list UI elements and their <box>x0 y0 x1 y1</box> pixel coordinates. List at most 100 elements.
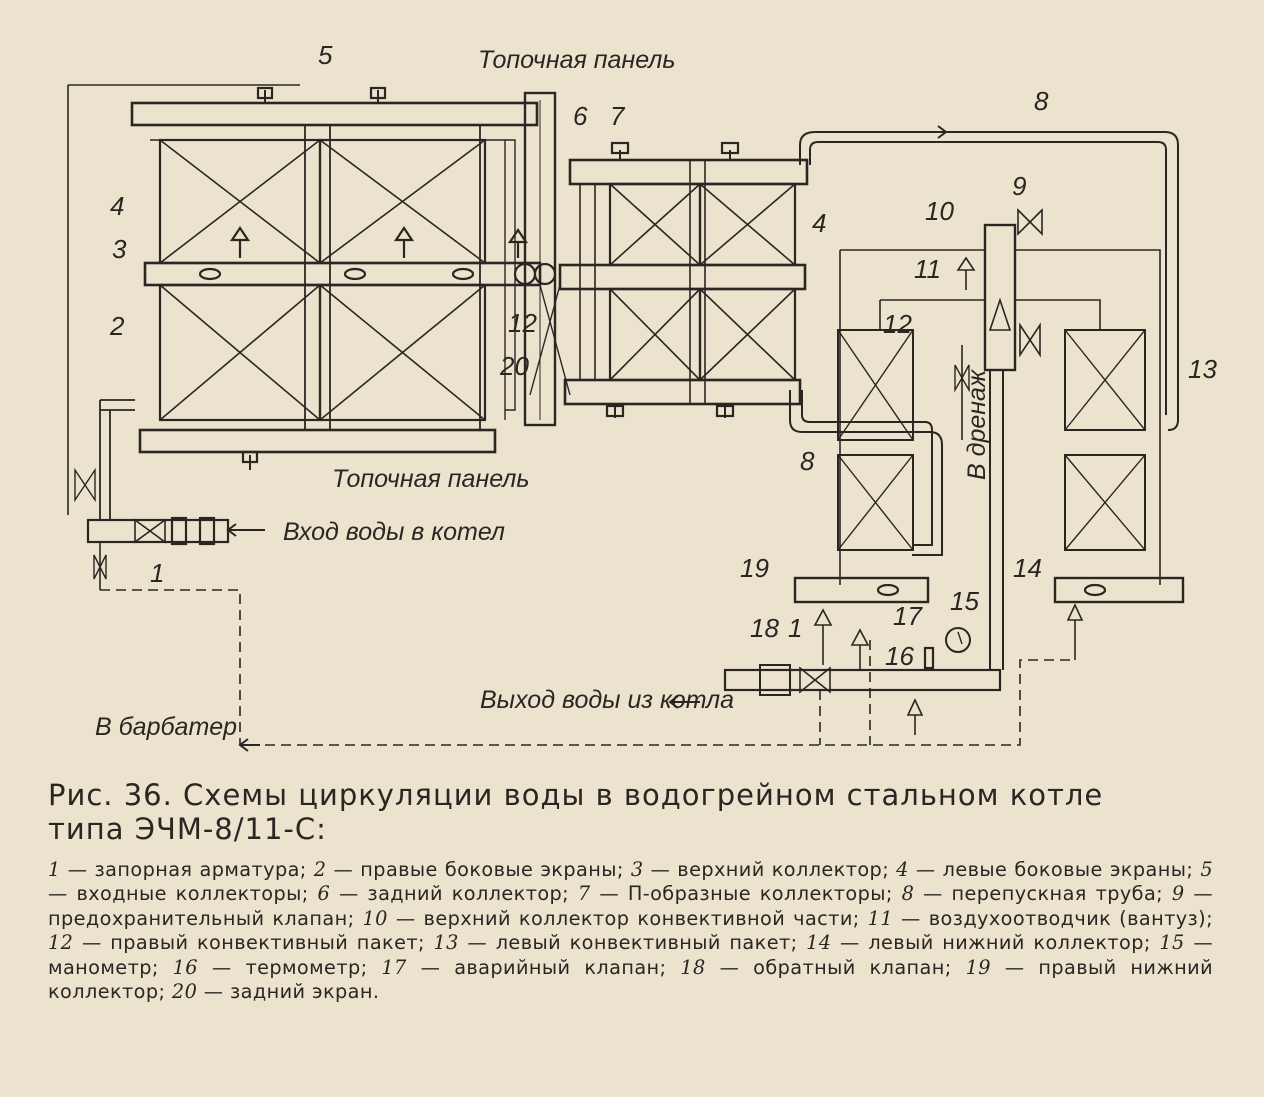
legend-number: 18 <box>680 955 706 979</box>
legend-text: — задний коллектор; <box>330 882 570 906</box>
legend-text: — манометр; <box>48 931 1214 979</box>
label-1-inlet: 1 <box>150 558 164 588</box>
label-8-bottom: 8 <box>800 446 815 476</box>
label-10: 10 <box>925 196 954 226</box>
legend-number: 13 <box>433 931 459 955</box>
legend-text: — правый конвективный пакет; <box>73 931 425 955</box>
label-14: 14 <box>1013 553 1042 583</box>
label-6: 6 <box>573 101 588 131</box>
legend-item: 4 — левые боковые экраны; <box>896 858 1193 881</box>
legend-number: 6 <box>317 882 331 906</box>
label-7: 7 <box>610 101 626 131</box>
thermometer-icon <box>923 646 935 670</box>
label-11: 11 <box>914 254 941 284</box>
label-furnace-panel-bottom: Топочная панель <box>332 465 530 493</box>
legend-text: — аварийный клапан; <box>406 955 667 979</box>
label-4-right: 4 <box>812 208 826 238</box>
label-3: 3 <box>112 234 127 264</box>
legend-item: 13 — левый конвективный пакет; <box>433 931 797 954</box>
legend-number: 2 <box>313 858 327 881</box>
label-4-left: 4 <box>110 191 124 221</box>
right-lower-collector <box>793 576 930 604</box>
legend-text: — воздухоотводчик (вантуз); <box>893 906 1213 930</box>
legend-number: 10 <box>362 906 388 930</box>
legend-text: — правый нижний коллектор; <box>48 955 1214 1004</box>
bypass-pipe <box>789 131 1179 556</box>
legend-text: — термометр; <box>197 955 368 979</box>
label-barbater: В барбатер <box>95 713 237 741</box>
label-5: 5 <box>318 40 333 70</box>
legend-item: 5 — входные коллекторы; <box>48 858 1213 905</box>
u-shaped-collectors-section <box>558 141 809 418</box>
legend-item: 2 — правые боковые экраны; <box>314 858 624 881</box>
outlet-assembly <box>723 603 1084 735</box>
legend-text: — запорная арматура; <box>60 858 307 881</box>
rear-collector <box>513 91 571 427</box>
legend-number: 5 <box>1200 858 1213 881</box>
label-water-outlet: Выход воды из котла <box>480 686 734 714</box>
legend-text: — П-образные коллекторы; <box>590 882 893 906</box>
legend-item: 3 — верхний коллектор; <box>631 858 889 881</box>
legend-number: 11 <box>867 906 894 930</box>
legend-item: 12 — правый конвективный пакет; <box>48 931 425 954</box>
label-furnace-panel-top: Топочная панель <box>478 46 676 74</box>
label-17: 17 <box>893 601 923 631</box>
legend-number: 4 <box>896 858 909 881</box>
legend-number: 7 <box>577 882 591 906</box>
legend-item: 7 — П-образные коллекторы; <box>578 882 893 905</box>
legend-item: 18 — обратный клапан; <box>680 956 951 979</box>
legend-number: 20 <box>171 980 198 1004</box>
caption-line-2: типа ЭЧМ-8/11-С: <box>48 812 327 846</box>
right-screen-lower-b <box>318 283 487 422</box>
convective-section <box>793 208 1185 660</box>
legend-item: 9 — предохранительный клапан; <box>48 882 1213 929</box>
legend-item: 1 — запорная арматура; <box>48 858 307 881</box>
label-20: 20 <box>499 351 529 381</box>
legend-number: 9 <box>1171 882 1185 906</box>
legend-item: 8 — перепускная труба; <box>902 882 1164 905</box>
legend-text: — левый конвективный пакет; <box>458 931 798 955</box>
legend-item: 20 — задний экран. <box>172 980 380 1003</box>
bottom-furnace-collector <box>138 428 497 454</box>
legend-number: 14 <box>806 931 832 955</box>
legend-text: — задний экран. <box>197 980 380 1004</box>
label-8-top: 8 <box>1034 86 1049 116</box>
label-15: 15 <box>950 586 979 616</box>
legend-item: 15 — манометр; <box>48 931 1213 978</box>
label-water-inlet: Вход воды в котел <box>283 518 505 546</box>
figure-labels: 5 6 7 8 9 10 11 4 4 3 2 12 12 13 20 8 19… <box>95 40 1217 741</box>
legend-number: 12 <box>48 931 74 955</box>
legend-text: — верхний коллектор конвективной части; <box>387 906 860 930</box>
manometer-icon <box>945 627 971 653</box>
figure-legend: 1 — запорная арматура; 2 — правые боковы… <box>48 858 1213 1004</box>
label-drain: В дренаж <box>963 368 991 480</box>
legend-text: — входные коллекторы; <box>48 882 309 906</box>
label-18: 18 <box>750 613 779 643</box>
legend-text: — обратный клапан; <box>705 955 952 979</box>
label-12-left: 12 <box>508 308 537 338</box>
legend-number: 1 <box>48 858 61 881</box>
legend-text: — предохранительный клапан; <box>48 882 1214 930</box>
legend-number: 3 <box>630 858 644 881</box>
legend-text: — левые боковые экраны; <box>908 858 1194 881</box>
label-1-outlet: 1 <box>788 613 802 643</box>
label-16: 16 <box>885 641 914 671</box>
label-2: 2 <box>109 311 125 341</box>
legend-number: 16 <box>172 955 198 979</box>
legend-item: 17 — аварийный клапан; <box>381 956 666 979</box>
legend-number: 19 <box>965 955 991 979</box>
caption-line-1: Рис. 36. Схемы циркуляции воды в водогре… <box>48 778 1104 812</box>
legend-number: 17 <box>381 955 407 979</box>
legend-number: 15 <box>1159 931 1185 955</box>
barbater-lines <box>100 589 1075 746</box>
legend-text: — левый нижний коллектор; <box>831 931 1151 955</box>
legend-text: — верхний коллектор; <box>643 858 890 881</box>
legend-item: 19 — правый нижний коллектор; <box>48 956 1213 1003</box>
label-13: 13 <box>1188 354 1217 384</box>
left-screen-upper-b <box>318 138 487 265</box>
legend-item: 14 — левый нижний коллектор; <box>806 931 1151 954</box>
legend-item: 11 — воздухоотводчик (вантуз); <box>868 907 1213 930</box>
figure-caption: Рис. 36. Схемы циркуляции воды в водогре… <box>48 778 1218 846</box>
legend-number: 8 <box>901 882 915 906</box>
